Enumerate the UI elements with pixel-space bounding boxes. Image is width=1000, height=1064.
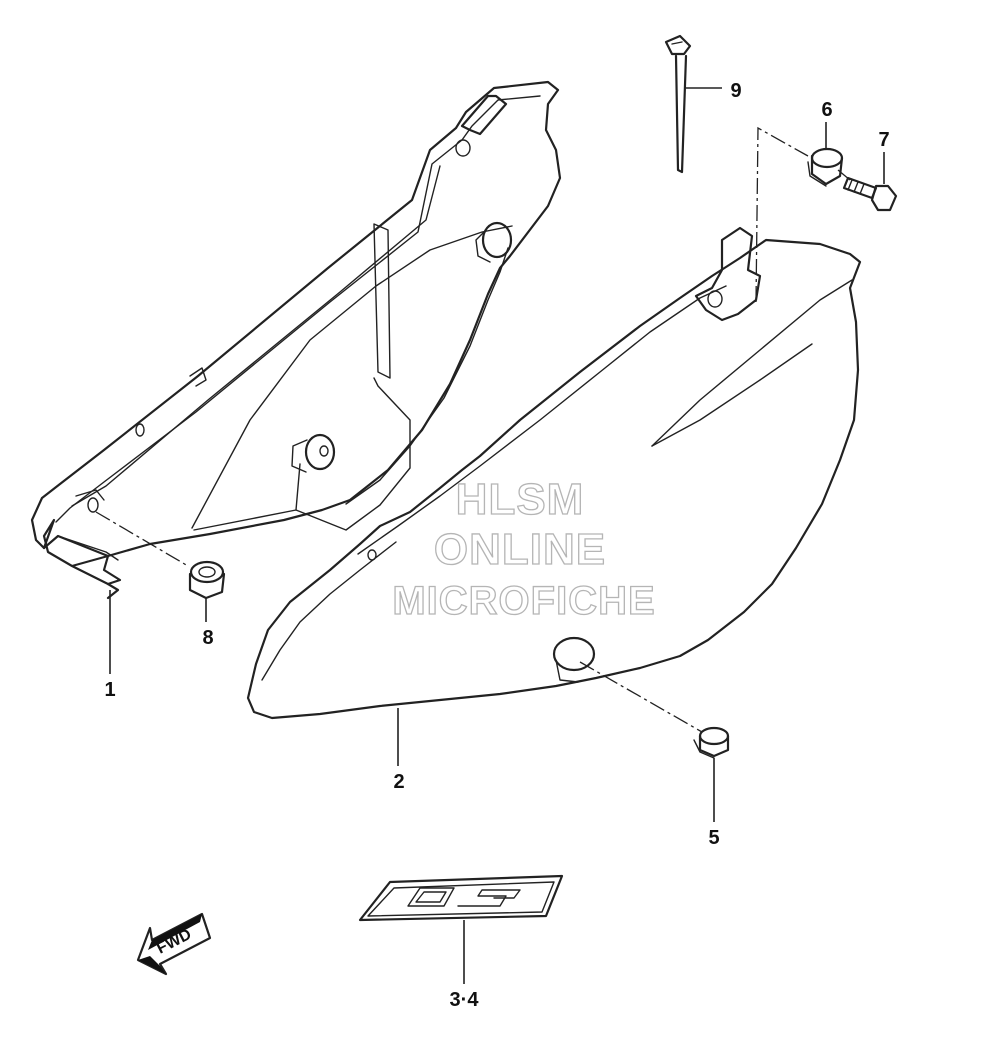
part-7-bolt[interactable]: [842, 176, 898, 212]
part-3-4-emblem[interactable]: [358, 874, 564, 922]
watermark: HLSM ONLINE MICROFICHE: [392, 474, 656, 623]
part-9-cable-tie[interactable]: [664, 34, 692, 174]
callout-2[interactable]: 2: [393, 771, 404, 793]
callout-5[interactable]: 5: [708, 827, 719, 849]
callout-6[interactable]: 6: [821, 99, 832, 121]
callout-1[interactable]: 1: [104, 679, 115, 701]
callout-8[interactable]: 8: [202, 627, 213, 649]
callout-9[interactable]: 9: [730, 80, 741, 102]
watermark-line-2: ONLINE: [434, 525, 606, 574]
part-2-right-side-cover[interactable]: [246, 226, 862, 720]
fwd-arrow-icon: FWD: [136, 912, 212, 976]
callout-7[interactable]: 7: [878, 129, 889, 151]
part-5-grommet[interactable]: [693, 726, 730, 759]
callout-3-4[interactable]: 3·4: [450, 989, 480, 1011]
part-8-grommet[interactable]: [188, 560, 226, 600]
part-6-damper[interactable]: [807, 147, 844, 187]
alignment-line-6-7: [755, 126, 851, 303]
part-1-left-side-cover[interactable]: [30, 80, 562, 600]
watermark-line-3: MICROFICHE: [392, 579, 655, 623]
alignment-line-8: [95, 511, 189, 567]
alignment-line-5: [579, 661, 703, 733]
watermark-line-1: HLSM: [456, 475, 585, 524]
